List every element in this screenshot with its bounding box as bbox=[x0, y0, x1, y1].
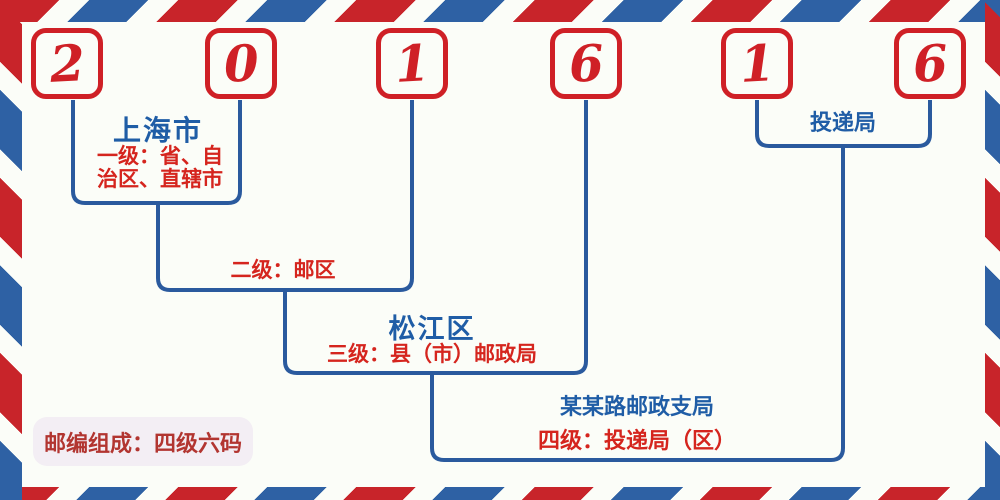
level3-desc-label: 三级：县（市）邮政局 bbox=[327, 343, 537, 366]
level3-place-label: 松江区 bbox=[388, 314, 476, 344]
postal-digit-4: 6 bbox=[567, 32, 605, 94]
digit-box-6: 6 bbox=[894, 28, 966, 99]
airmail-border-bottom bbox=[0, 487, 1000, 500]
level1-place-label: 上海市 bbox=[112, 116, 204, 147]
digit-box-2: 0 bbox=[205, 28, 277, 99]
level4-place-label: 某某路邮政支局 bbox=[559, 394, 715, 419]
digit-box-3: 1 bbox=[376, 28, 448, 99]
level1-desc-label: 一级：省、自 治区、直辖市 bbox=[97, 145, 223, 191]
postal-digit-3: 1 bbox=[393, 32, 431, 94]
level4-desc-label: 四级：投递局（区） bbox=[537, 428, 737, 453]
postal-digit-6: 6 bbox=[911, 32, 949, 94]
digit-box-1: 2 bbox=[31, 28, 103, 99]
level1-desc-line1: 一级：省、自 bbox=[97, 145, 223, 168]
composition-badge-text: 邮编组成：四级六码 bbox=[43, 430, 242, 456]
postal-digit-5: 1 bbox=[738, 32, 776, 94]
digit-box-5: 1 bbox=[721, 28, 793, 99]
digit-box-4: 6 bbox=[550, 28, 622, 99]
bracket-delivery bbox=[755, 100, 932, 148]
bracket-level3 bbox=[283, 100, 588, 375]
airmail-border-right bbox=[985, 0, 1000, 500]
postal-digit-2: 0 bbox=[222, 32, 260, 94]
airmail-border-top bbox=[0, 0, 1000, 22]
composition-badge: 邮编组成：四级六码 bbox=[33, 417, 253, 466]
level2-desc-label: 二级：邮区 bbox=[230, 259, 336, 282]
postal-digit-1: 2 bbox=[48, 32, 86, 94]
delivery-bureau-label: 投递局 bbox=[809, 110, 877, 135]
airmail-border-left bbox=[0, 0, 22, 500]
level1-desc-line2: 治区、直辖市 bbox=[97, 168, 223, 191]
bracket-level4 bbox=[430, 146, 845, 462]
